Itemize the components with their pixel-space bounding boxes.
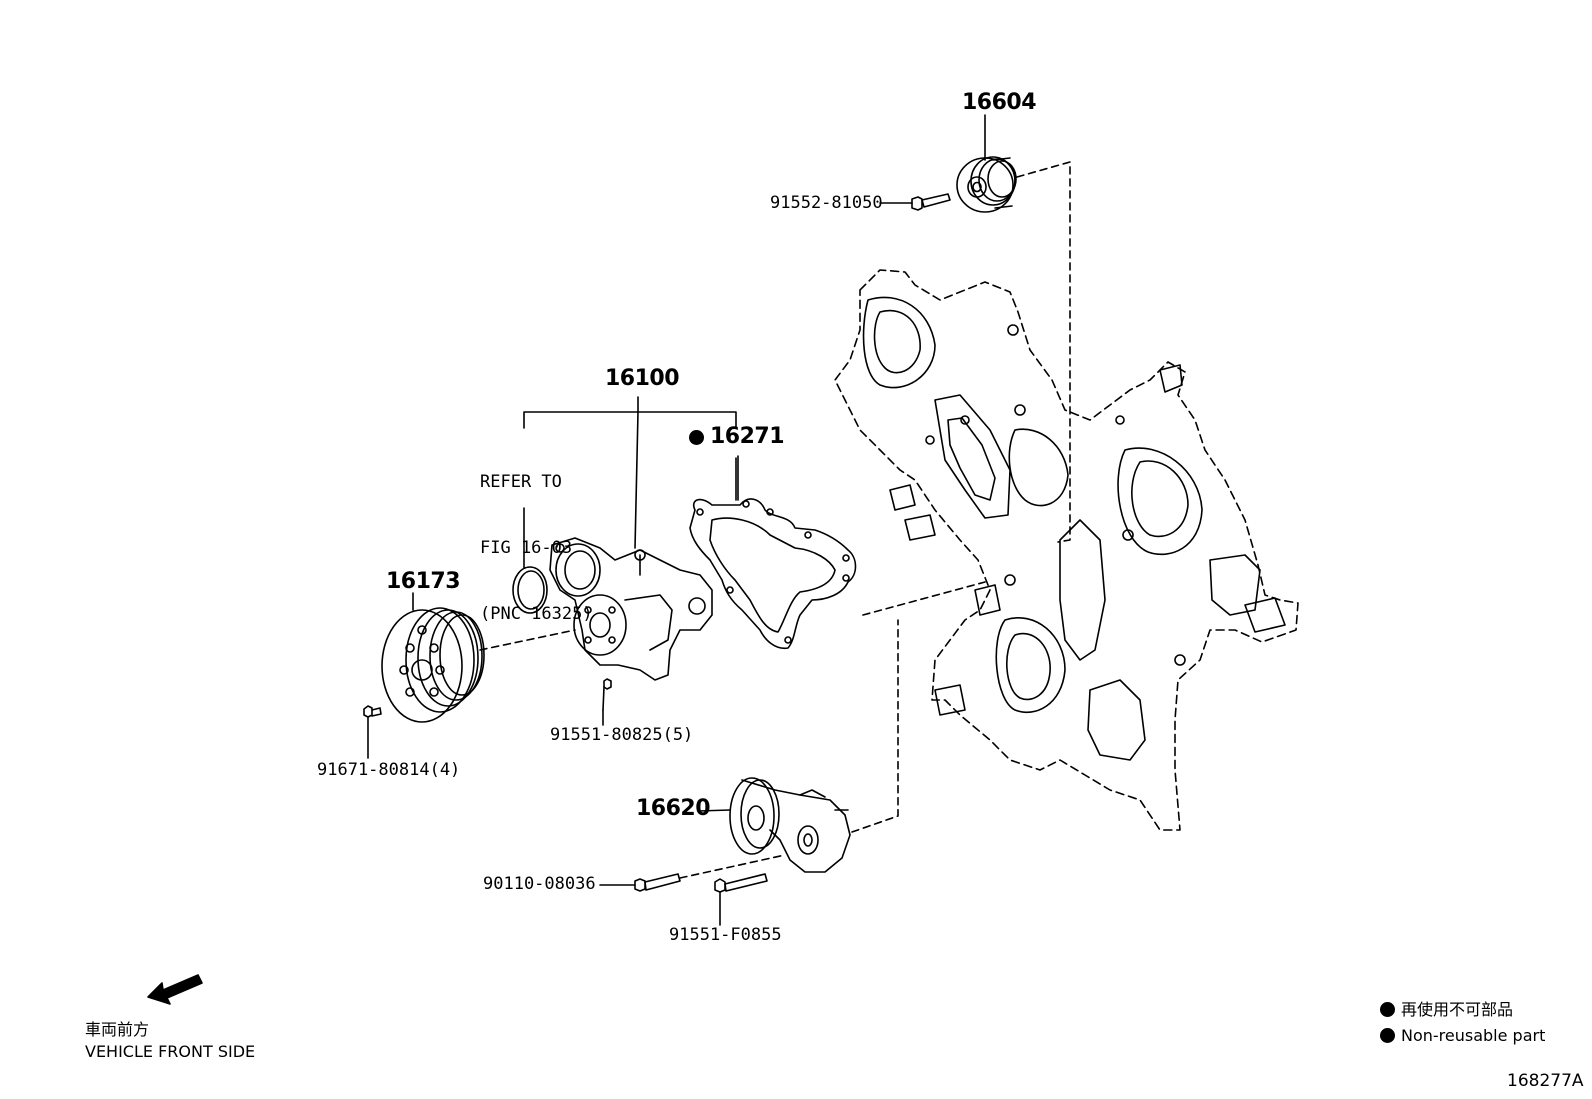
idler-pulley bbox=[956, 114, 1017, 213]
water-pump-bracket bbox=[523, 396, 737, 569]
front-label-en: VEHICLE FRONT SIDE bbox=[85, 1042, 256, 1061]
callout-16620: 16620 bbox=[636, 796, 711, 821]
water-pump bbox=[549, 537, 713, 681]
front-arrow-icon bbox=[147, 974, 203, 1005]
legend-en: Non-reusable part bbox=[1380, 1028, 1545, 1044]
tensioner-leader-dashed bbox=[851, 619, 899, 833]
callout-91551-F0855: 91551-F0855 bbox=[669, 925, 782, 945]
callout-91552-81050: 91552-81050 bbox=[770, 193, 883, 213]
refer-note-line3: (PNC 16325) bbox=[480, 604, 593, 624]
callout-16271-text: 16271 bbox=[710, 424, 785, 449]
tensioner-bolt-b bbox=[714, 873, 768, 926]
callout-16173: 16173 bbox=[386, 569, 461, 594]
callout-16100: 16100 bbox=[605, 366, 680, 391]
callout-16604: 16604 bbox=[962, 90, 1037, 115]
pump-pulley bbox=[381, 592, 485, 723]
pump-leader-dashed bbox=[862, 581, 986, 616]
legend-dot-icon bbox=[1380, 1002, 1395, 1017]
callout-91551-80825: 91551-80825(5) bbox=[550, 725, 694, 745]
gasket bbox=[689, 455, 857, 650]
timing-cover bbox=[834, 269, 1299, 831]
pulley-bolt bbox=[363, 705, 382, 759]
front-label-jp: 車両前方 bbox=[85, 1020, 150, 1039]
tensioner-bolt-a bbox=[599, 854, 786, 892]
refer-note-line1: REFER TO bbox=[480, 472, 562, 492]
pump-bolt bbox=[602, 678, 612, 726]
callout-91671-80814: 91671-80814(4) bbox=[317, 760, 461, 780]
callout-90110-08036: 90110-08036 bbox=[483, 874, 596, 894]
legend-jp-text: 再使用不可部品 bbox=[1401, 1000, 1514, 1019]
refer-note-line2: FIG 16-03 bbox=[480, 538, 573, 558]
legend-en-text: Non-reusable part bbox=[1401, 1026, 1546, 1045]
belt-tensioner bbox=[697, 777, 851, 873]
o-ring bbox=[512, 566, 548, 614]
legend-dot-icon bbox=[1380, 1028, 1395, 1043]
pulley-leader-dashed bbox=[479, 629, 576, 651]
callout-16271: 16271 bbox=[689, 424, 785, 449]
legend-jp: 再使用不可部品 bbox=[1380, 1002, 1513, 1018]
idler-leader-dashed bbox=[1016, 161, 1071, 543]
idler-bolt bbox=[879, 193, 951, 211]
figure-id: 168277A bbox=[1507, 1071, 1584, 1091]
refer-note: REFER TO FIG 16-03 (PNC 16325) bbox=[480, 427, 593, 647]
non-reusable-marker-icon bbox=[689, 430, 704, 445]
